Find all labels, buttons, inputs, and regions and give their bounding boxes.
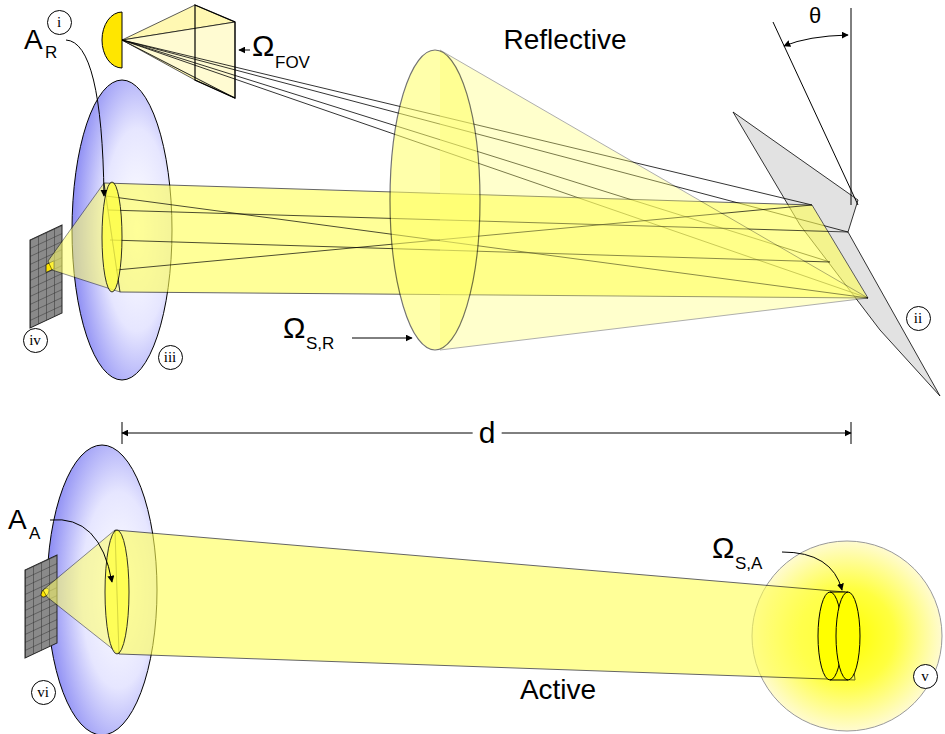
callout-number: v	[921, 669, 929, 684]
section-title: Reflective	[504, 26, 627, 54]
callout-circle: v	[913, 664, 938, 689]
aperture-leader	[66, 40, 104, 196]
symbol-subscript: FOV	[275, 54, 310, 71]
source-disk	[818, 592, 860, 680]
symbol-subscript: A	[29, 525, 40, 542]
callout-number: iii	[164, 350, 177, 365]
vertical-reference	[851, 8, 852, 205]
aperture	[105, 530, 129, 654]
symbol-main: A	[24, 26, 43, 54]
symbol-subscript: R	[45, 44, 57, 61]
callout-number: vi	[37, 685, 49, 700]
symbol-main: A	[8, 506, 27, 534]
callout-circle: iii	[158, 345, 183, 370]
callout-circle: i	[47, 10, 72, 35]
detector-array	[25, 555, 57, 658]
aperture-leader	[50, 520, 112, 582]
callout-number: ii	[914, 311, 922, 326]
fov-leader	[239, 50, 250, 51]
symbol-main: Ω	[252, 31, 274, 61]
angle-symbol: θ	[809, 5, 821, 27]
callout-circle: ii	[906, 306, 931, 331]
fov-pyramid	[122, 5, 235, 98]
symbol-main: Ω	[283, 313, 305, 343]
callout-circle: iv	[23, 328, 48, 353]
symbol-main: Ω	[712, 533, 734, 563]
solid-angle-ellipse	[390, 50, 480, 350]
mirror-normal	[773, 22, 858, 205]
callout-number: i	[57, 15, 61, 30]
dimension-label: d	[473, 418, 502, 448]
symbol-subscript: S,A	[735, 555, 762, 572]
aperture	[102, 182, 122, 292]
section-title: Active	[520, 676, 596, 704]
solid-angle-leader	[782, 552, 842, 590]
symbol-subscript: S,R	[306, 335, 334, 352]
solid-angle-leader	[352, 338, 412, 339]
callout-circle: vi	[31, 680, 56, 705]
solid-angle-cone	[440, 50, 868, 350]
detector-array	[30, 225, 62, 328]
angle-arrow	[784, 35, 848, 46]
callout-number: iv	[29, 333, 41, 348]
active-beam	[115, 530, 855, 680]
source-half-disc	[102, 12, 122, 68]
